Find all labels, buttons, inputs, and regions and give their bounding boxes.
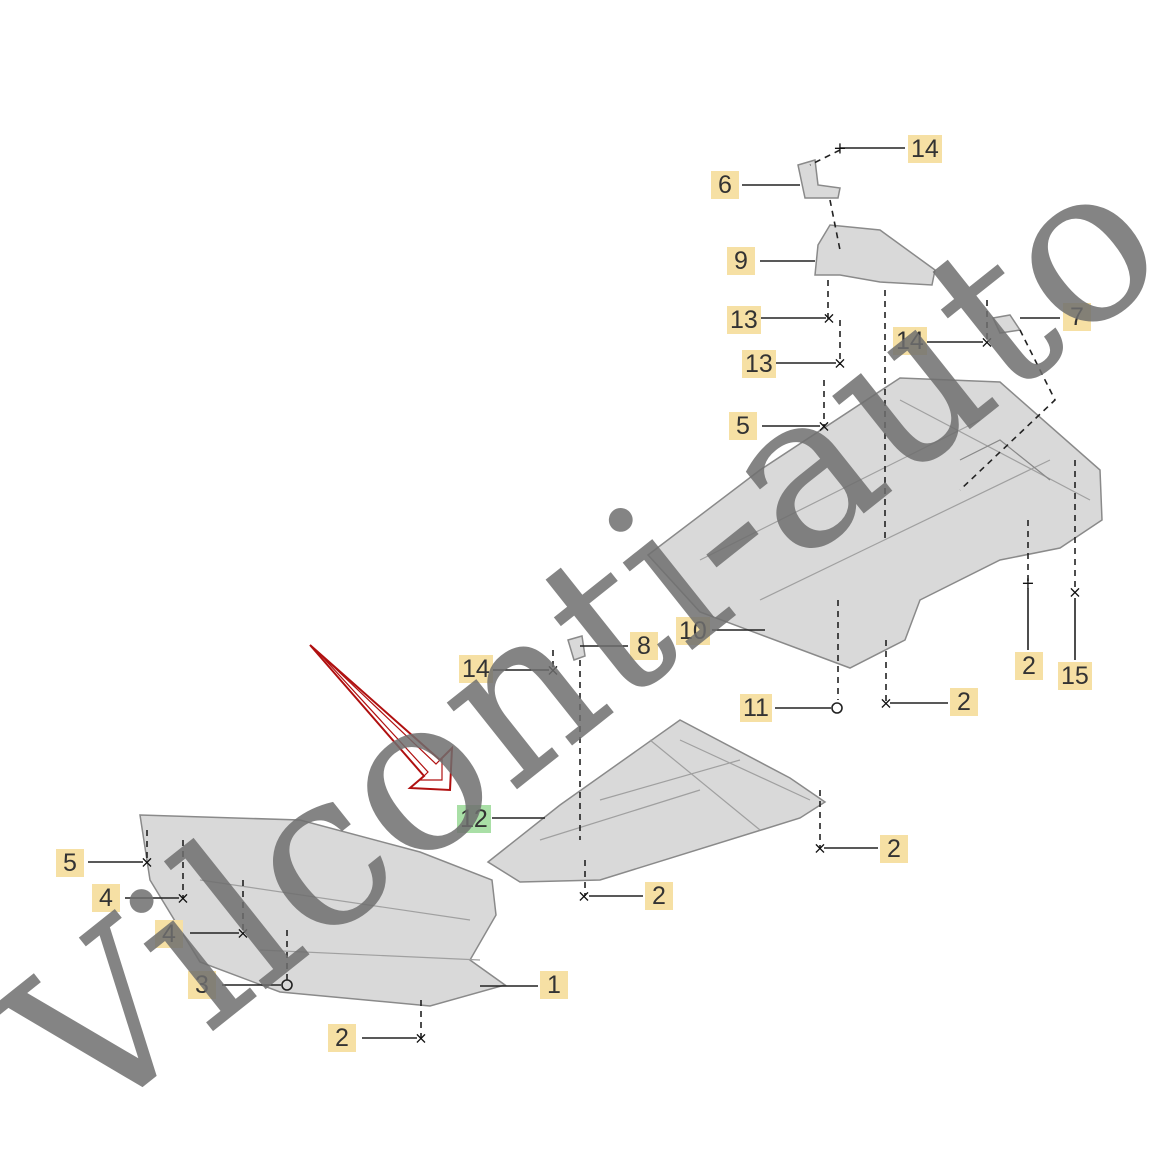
part-9-bracket[interactable] (814, 224, 936, 286)
fastener-icon: × (833, 354, 846, 373)
callout-8[interactable]: 8 (630, 632, 658, 660)
callout-5[interactable]: 5 (729, 412, 757, 440)
callout-12-highlighted[interactable]: 12 (457, 805, 491, 833)
callout-5[interactable]: 5 (56, 849, 84, 877)
fastener-icon: × (236, 924, 249, 943)
part-7-bracket[interactable] (991, 314, 1022, 334)
washer-icon (831, 702, 843, 714)
fastener-icon: × (980, 333, 993, 352)
callout-14[interactable]: 14 (893, 327, 927, 355)
callout-13[interactable]: 13 (742, 350, 776, 378)
part-6-bracket[interactable] (797, 159, 841, 199)
fastener-icon: × (879, 694, 892, 713)
part-10-underbody-panel[interactable] (646, 377, 1103, 669)
callout-13[interactable]: 13 (727, 306, 761, 334)
part-12-underbody-shield[interactable] (486, 719, 827, 883)
callout-14[interactable]: 14 (908, 135, 942, 163)
screw-icon: + (833, 139, 846, 158)
fastener-icon: × (577, 887, 590, 906)
part-1-front-shield[interactable] (139, 814, 507, 1007)
fastener-icon: × (817, 417, 830, 436)
callout-14[interactable]: 14 (459, 655, 493, 683)
part-8-bracket[interactable] (567, 635, 586, 661)
fastener-icon: × (546, 661, 559, 680)
callout-4[interactable]: 4 (155, 920, 183, 948)
callout-4[interactable]: 4 (92, 884, 120, 912)
fastener-icon: × (822, 309, 835, 328)
fastener-icon: × (414, 1029, 427, 1048)
fastener-icon: × (140, 853, 153, 872)
callout-9[interactable]: 9 (727, 247, 755, 275)
callout-2[interactable]: 2 (645, 882, 673, 910)
fastener-icon: × (1068, 583, 1081, 602)
callout-6[interactable]: 6 (711, 171, 739, 199)
callout-7[interactable]: 7 (1063, 303, 1091, 331)
callout-2[interactable]: 2 (950, 688, 978, 716)
red-arrow-icon (309, 644, 454, 792)
callout-1[interactable]: 1 (540, 971, 568, 999)
callout-2[interactable]: 2 (1015, 652, 1043, 680)
fastener-icon: × (176, 889, 189, 908)
callout-11[interactable]: 11 (740, 694, 772, 722)
callout-2[interactable]: 2 (328, 1024, 356, 1052)
callout-2[interactable]: 2 (880, 835, 908, 863)
screw-icon: + (1021, 574, 1034, 593)
callout-3[interactable]: 3 (188, 971, 216, 999)
fastener-icon: × (813, 839, 826, 858)
callout-10[interactable]: 10 (676, 617, 710, 645)
washer-icon (281, 979, 293, 991)
callout-15[interactable]: 15 (1058, 662, 1092, 690)
